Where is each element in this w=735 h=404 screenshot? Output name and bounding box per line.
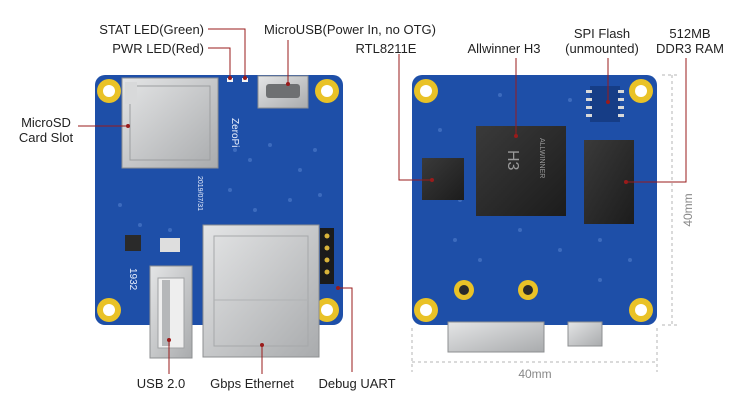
silkscreen-board-name: ZeroPi xyxy=(229,118,240,147)
label-debug-uart: Debug UART xyxy=(318,376,395,391)
label-pwr-led: PWR LED(Red) xyxy=(112,41,204,56)
silkscreen-board-date: 2019/07/31 xyxy=(196,176,203,211)
pcb-traces xyxy=(438,93,632,282)
board-bottom-side: H3 ALLWINNER xyxy=(412,75,657,353)
label-spi-flash-line1: SPI Flash xyxy=(574,26,630,41)
label-rtl8211e: RTL8211E xyxy=(356,41,417,56)
label-ram-line2: DDR3 RAM xyxy=(656,41,724,56)
label-stat-led: STAT LED(Green) xyxy=(99,22,204,37)
label-allwinner-h3: Allwinner H3 xyxy=(468,41,541,56)
leader-lines xyxy=(78,28,687,374)
allwinner-h3-chip xyxy=(476,126,566,216)
label-spi-flash-line2: (unmounted) xyxy=(565,41,639,56)
chip-label-brand: ALLWINNER xyxy=(538,138,545,178)
microsd-slot xyxy=(121,77,219,169)
pcb-traces xyxy=(118,143,322,232)
label-microusb: MicroUSB(Power In, no OTG) xyxy=(264,22,436,37)
dimension-lines xyxy=(411,74,680,372)
dimension-width: 40mm xyxy=(518,367,551,381)
microusb-port-rear xyxy=(567,321,603,347)
ethernet-port-rear xyxy=(447,321,545,353)
label-ram-line1: 512MB xyxy=(669,26,710,41)
leader-endpoints xyxy=(126,76,628,347)
board-top-side: ZeroPi 2019/07/31 1932 xyxy=(95,75,343,359)
label-usb: USB 2.0 xyxy=(137,376,185,391)
debug-uart-header xyxy=(320,228,334,284)
label-microsd-line2: Card Slot xyxy=(19,130,74,145)
label-ethernet: Gbps Ethernet xyxy=(210,376,294,391)
label-microsd-line1: MicroSD xyxy=(21,115,71,130)
spi-flash-footprint xyxy=(586,86,624,122)
silkscreen-board-code: 1932 xyxy=(127,268,138,291)
rtl8211e-chip xyxy=(422,158,464,200)
ethernet-port xyxy=(202,224,320,358)
dimension-height: 40mm xyxy=(681,193,695,226)
chip-label-main: H3 xyxy=(504,150,521,171)
